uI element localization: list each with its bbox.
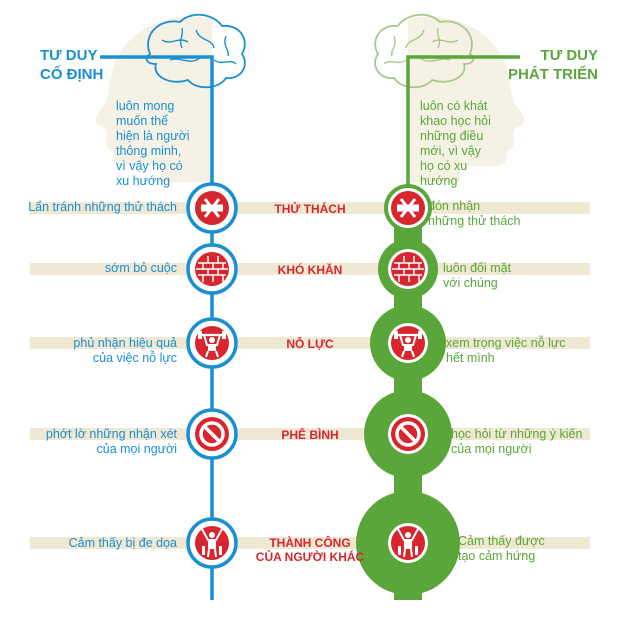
center-label-line: PHÊ BÌNH: [281, 428, 339, 442]
prohibited-icon: [193, 415, 231, 453]
fixed-title-line-2: CỐ ĐỊNH: [40, 66, 104, 83]
fixed-title-line-1: TƯ DUY: [40, 47, 98, 64]
fixed-mindset-title: TƯ DUY CỐ ĐỊNH: [40, 46, 103, 84]
fixed-row-criticism: phớt lờ những nhận xét của mọi người: [46, 427, 177, 457]
fixed-row-effort: phủ nhận hiệu quả của việc nỗ lực: [73, 336, 177, 366]
growth-row-challenges: đón nhận những thử thách: [428, 199, 521, 229]
fixed-row-line: phớt lờ những nhận xét: [45, 427, 177, 441]
fixed-intro-line: vì vậy họ có: [116, 159, 183, 173]
growth-mindset-title: TƯ DUY PHÁT TRIỂN: [508, 46, 598, 84]
center-label-criticism: PHÊ BÌNH: [245, 428, 375, 442]
comparison-bands: [30, 202, 590, 549]
weightlifter-icon: [389, 324, 427, 362]
center-label-effort: NỖ LỰC: [245, 337, 375, 351]
growth-intro-line: họ có xu: [420, 159, 468, 173]
growth-row-effort: xem trọng việc nỗ lực hết mình: [446, 336, 566, 366]
growth-row-line: luôn đối mặt: [443, 261, 512, 275]
growth-row-line: xem trọng việc nỗ lực: [446, 336, 566, 350]
fixed-row-line: phủ nhận hiệu quả: [73, 336, 177, 350]
fixed-row-line: sớm bỏ cuộc: [104, 261, 177, 275]
fixed-row-line: Cảm thấy bị đe dọa: [68, 536, 177, 550]
growth-intro-text: luôn có khát khao học hỏi những điều mới…: [420, 99, 491, 189]
growth-title-line-1: TƯ DUY: [540, 47, 598, 64]
no-entry-icon: [389, 189, 427, 227]
fixed-intro-line: thông minh,: [116, 144, 182, 158]
center-label-success-of-others: THÀNH CÔNG CỦA NGƯỜI KHÁC: [245, 536, 375, 564]
growth-intro-line: hướng: [420, 174, 458, 188]
growth-row-line: học hỏi từ những ý kiến: [451, 427, 583, 441]
fixed-row-challenges: Lẩn tránh những thử thách: [28, 200, 177, 215]
fixed-brain-icon: [145, 13, 246, 89]
growth-row-line: những thử thách: [428, 214, 521, 228]
growth-row-line: Cảm thấy được: [458, 534, 545, 548]
center-label-challenges: THỬ THÁCH: [245, 202, 375, 216]
growth-intro-line: luôn có khát: [420, 99, 488, 113]
fixed-intro-line: luôn mong: [116, 99, 175, 113]
celebrating-person-icon: [390, 525, 426, 561]
growth-intro-line: khao học hỏi: [420, 114, 491, 128]
center-label-obstacles: KHÓ KHĂN: [245, 263, 375, 277]
growth-intro-line: mới, vì vậy: [420, 144, 481, 158]
fixed-intro-line: hiện là người: [116, 129, 190, 143]
fixed-row-line: của việc nỗ lực: [92, 351, 177, 365]
center-label-line: CỦA NGƯỜI KHÁC: [255, 550, 365, 564]
fixed-row-line: của mọi người: [96, 442, 178, 456]
growth-row-criticism: học hỏi từ những ý kiến của mọi người: [451, 427, 582, 457]
brick-wall-icon: [194, 251, 230, 287]
fixed-intro-text: luôn mong muốn thể hiện là người thông m…: [116, 99, 190, 189]
fixed-row-obstacles: sớm bỏ cuộc: [105, 261, 177, 276]
growth-brain-icon: [374, 13, 475, 89]
growth-row-line: của mọi người: [451, 442, 532, 456]
growth-row-line: hết mình: [446, 351, 495, 365]
growth-title-line-2: PHÁT TRIỂN: [508, 66, 598, 83]
fixed-row-success-of-others: Cảm thấy bị đe dọa: [69, 536, 177, 551]
growth-row-line: tạo cảm hứng: [458, 549, 536, 563]
fixed-intro-line: xu hướng: [116, 174, 171, 188]
center-label-line: THỬ THÁCH: [274, 202, 346, 216]
brick-wall-icon: [390, 251, 426, 287]
growth-intro-line: những điều: [420, 129, 484, 143]
prohibited-icon: [389, 415, 427, 453]
fixed-intro-line: muốn thể: [116, 114, 169, 128]
center-label-line: THÀNH CÔNG: [269, 536, 351, 550]
growth-row-line: với chúng: [443, 276, 498, 290]
growth-row-line: đón nhận: [428, 199, 481, 213]
celebrating-person-icon: [194, 525, 230, 561]
growth-row-success-of-others: Cảm thấy được tạo cảm hứng: [458, 534, 545, 564]
no-entry-icon: [193, 189, 231, 227]
fixed-row-line: Lẩn tránh những thử thách: [28, 200, 177, 214]
growth-row-obstacles: luôn đối mặt với chúng: [443, 261, 511, 291]
weightlifter-icon: [193, 324, 231, 362]
center-label-line: NỖ LỰC: [286, 337, 334, 351]
center-label-line: KHÓ KHĂN: [277, 263, 343, 277]
